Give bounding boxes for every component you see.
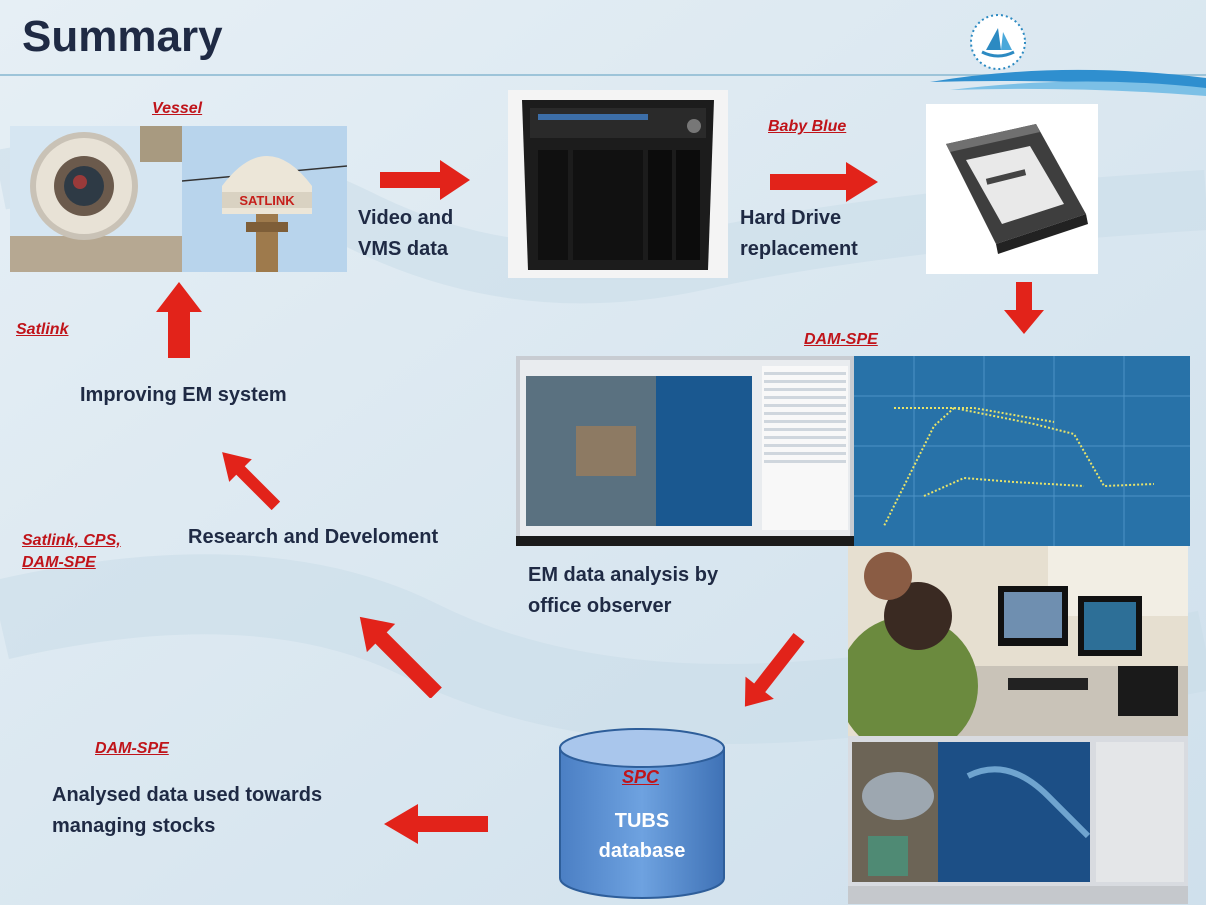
vessel-track-plot (854, 356, 1190, 546)
red-arrow-icon (736, 628, 808, 716)
satlink-cps-label: Satlink, CPS, DAM-SPE (22, 532, 121, 571)
red-arrow-icon (380, 160, 470, 200)
dam-spe-top-label: DAM-SPE (804, 331, 878, 348)
tuna-catch-screenshot (848, 736, 1188, 904)
spc-logo-icon (968, 12, 1028, 72)
seatube-recorder-photo (508, 90, 728, 278)
hard-drive-photo (926, 104, 1098, 274)
improving-em-text: Improving EM system (80, 384, 287, 406)
red-arrow-icon (352, 612, 444, 699)
red-arrow-icon (156, 282, 202, 358)
baby-blue-label: Baby Blue (768, 118, 847, 135)
spc-label: SPC (622, 767, 660, 787)
satlink-label: Satlink (16, 321, 69, 338)
red-arrow-icon (1004, 282, 1044, 334)
vessel-camera-photo (10, 126, 182, 272)
red-arrow-icon (384, 804, 488, 844)
office-observer-photo (848, 546, 1188, 736)
research-development-text: Research and Develoment (188, 526, 439, 548)
cylinder-database-icon (558, 728, 726, 900)
vessel-label: Vessel (152, 100, 203, 117)
slide-title: Summary (22, 12, 223, 61)
red-arrow-icon (218, 448, 281, 511)
hard-drive-replacement-text: Hard Drive replacement (740, 207, 858, 260)
dam-spe-bottom-label: DAM-SPE (95, 740, 169, 757)
satlink-dome-photo: SATLINK (182, 126, 347, 272)
satlink-dome-text: SATLINK (239, 193, 295, 208)
red-arrow-icon (770, 162, 878, 202)
video-vms-text: Video and VMS data (358, 207, 454, 260)
em-video-screenshot (516, 356, 854, 546)
em-analysis-text: EM data analysis by office observer (528, 564, 719, 617)
analysed-data-text: Analysed data used towards managing stoc… (52, 784, 323, 837)
tubs-database-label: TUBS database (598, 810, 686, 862)
